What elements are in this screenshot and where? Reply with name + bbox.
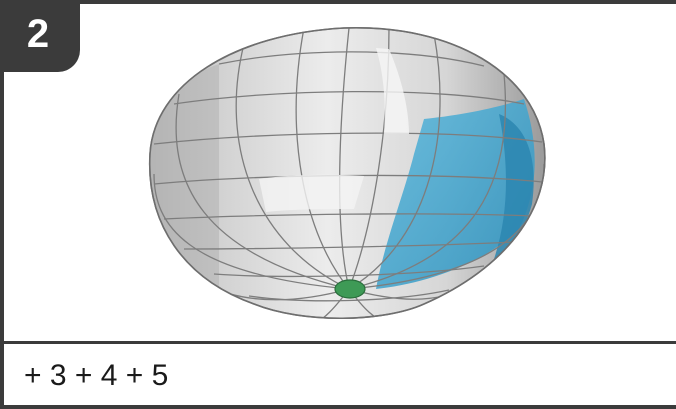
segmented-dome-icon bbox=[148, 27, 546, 320]
dome-illustration bbox=[4, 4, 676, 344]
step-number: 2 bbox=[26, 12, 50, 56]
center-node bbox=[334, 279, 366, 299]
caption-divider bbox=[4, 341, 676, 344]
step-badge: 2 bbox=[0, 0, 80, 72]
step-caption: + 3 + 4 + 5 bbox=[24, 359, 169, 392]
highlight-panels bbox=[376, 99, 535, 289]
